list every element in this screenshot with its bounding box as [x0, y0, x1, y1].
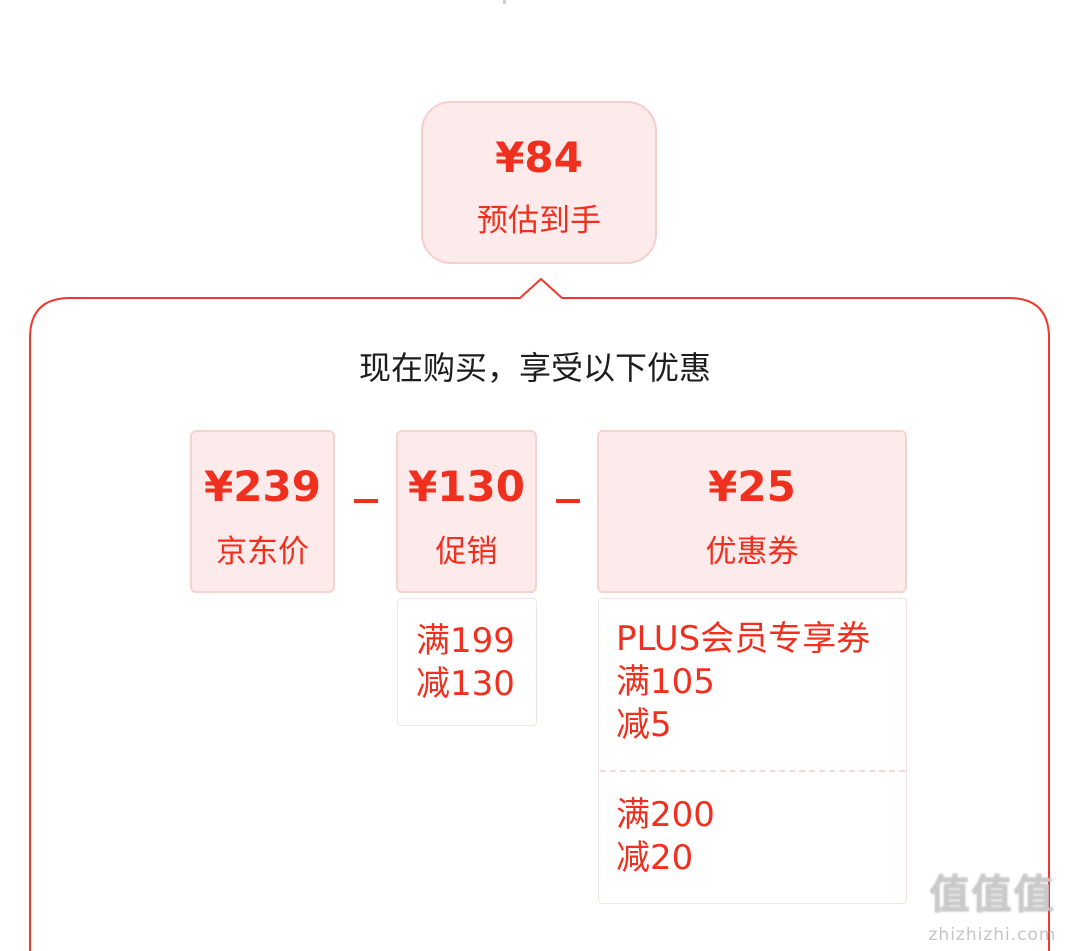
- coupon-value: ¥25: [708, 462, 796, 511]
- jd-price-label: 京东价: [216, 534, 309, 570]
- promotion-label: 促销: [435, 534, 498, 570]
- coupon-divider: [600, 770, 905, 772]
- coupon-detail-list: PLUS会员专享券 满105 减5 满200 减20: [598, 598, 907, 904]
- watermark-url: zhizhizhi.com: [928, 925, 1057, 945]
- jd-price-card: ¥239 京东价: [190, 430, 335, 593]
- promotion-value: ¥130: [408, 462, 525, 511]
- coupon-card: ¥25 优惠券: [597, 430, 907, 593]
- promotion-card: ¥130 促销: [396, 430, 537, 593]
- promotion-detail: 满199 减130: [397, 598, 537, 726]
- promotion-discount: 减130: [416, 664, 515, 704]
- coupon-discount: 减20: [616, 838, 694, 878]
- coupon-item: 满200 减20: [616, 794, 715, 880]
- coupon-threshold: 满105: [616, 662, 715, 702]
- coupon-name: PLUS会员专享券: [616, 619, 871, 659]
- coupon-discount: 减5: [616, 705, 672, 745]
- promotion-threshold: 满199: [416, 621, 515, 661]
- top-edge-mark: [503, 0, 506, 4]
- minus-sign: [556, 499, 580, 503]
- minus-sign: [354, 499, 378, 503]
- watermark: 值值值 zhizhizhi.com: [920, 866, 1065, 948]
- jd-price-value: ¥239: [204, 462, 321, 511]
- estimated-price-label: 预估到手: [477, 203, 601, 239]
- discount-panel-title: 现在购买，享受以下优惠: [358, 349, 711, 387]
- coupon-threshold: 满200: [616, 795, 715, 835]
- estimated-price: ¥84: [495, 133, 583, 182]
- coupon-item: PLUS会员专享券 满105 减5: [616, 618, 870, 747]
- coupon-label: 优惠券: [705, 534, 799, 570]
- estimated-price-box: ¥84 预估到手: [421, 101, 657, 264]
- watermark-logo: 值值值: [929, 872, 1056, 918]
